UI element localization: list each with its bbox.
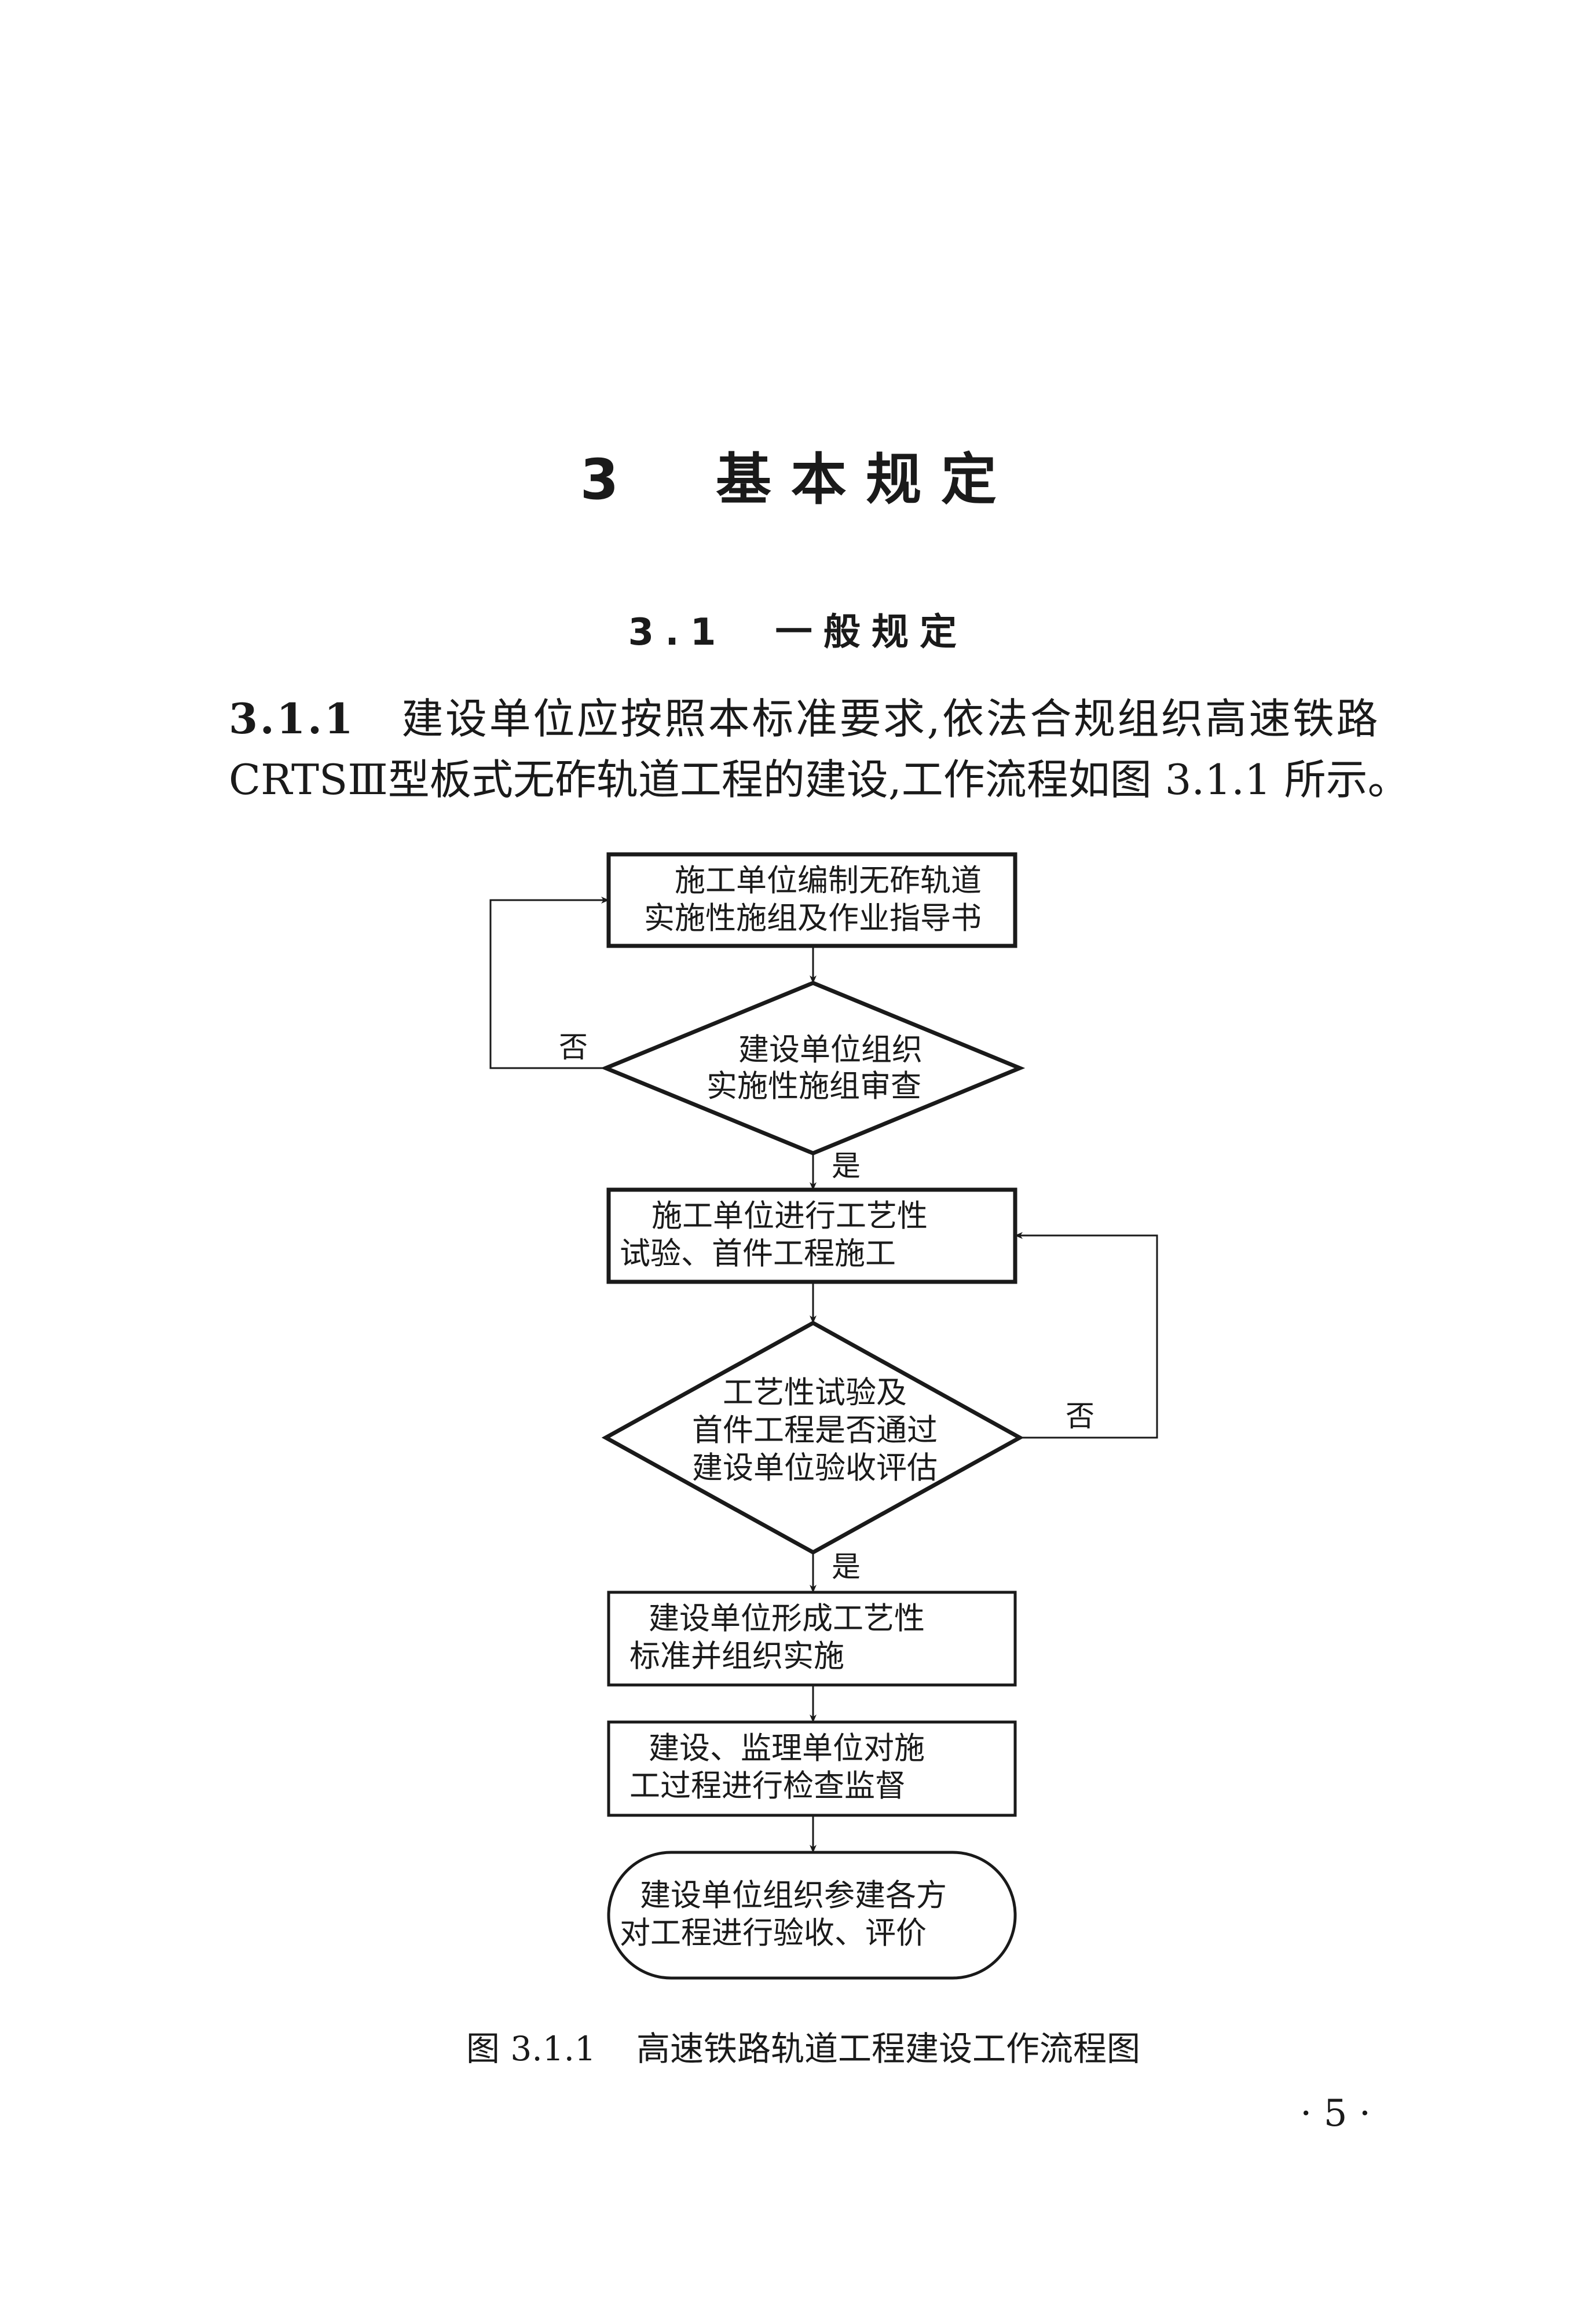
section-title: 3.1 一般规定: [0, 602, 1596, 656]
edge-no-loop-1: [489, 897, 609, 1069]
clause-paragraph-line-2: CRTSⅢ型板式无砟轨道工程的建设,工作流程如图 3.1.1 所示。: [229, 759, 1433, 800]
node-4-line-3: 建设单位验收评估: [692, 1450, 938, 1486]
node-6-line-1: 建设、监理单位对施: [649, 1731, 925, 1766]
chapter-title-text: 基本规定: [716, 447, 1016, 512]
node-2-line-1: 建设单位组织: [738, 1032, 923, 1068]
node-1-line-2: 实施性施组及作业指导书: [644, 901, 982, 936]
edge-no-loop-2: [1015, 1232, 1158, 1439]
node-1-line-1: 施工单位编制无砟轨道: [675, 863, 982, 898]
chapter-number: 3: [580, 447, 638, 512]
node-5-line-2: 标准并组织实施: [629, 1639, 844, 1674]
figure-caption-text: 高速铁路轨道工程建设工作流程图: [636, 2029, 1141, 2068]
node-3-line-2: 试验、首件工程施工: [620, 1236, 896, 1271]
flow-node-terminal: 建设单位组织参建各方 对工程进行验收、评价: [607, 1851, 1017, 1980]
chapter-title: 3 基本规定: [0, 434, 1596, 515]
clause-text-line-2: CRTSⅢ型板式无砟轨道工程的建设,工作流程如图 3.1.1 所示。: [229, 755, 1410, 804]
label-no-1: 否: [559, 1030, 588, 1064]
flow-node-decision-1: 建设单位组织 实施性施组审查: [600, 981, 1026, 1156]
figure-number: 图 3.1.1: [466, 2029, 596, 2068]
node-7-line-1: 建设单位组织参建各方: [640, 1878, 947, 1913]
clause-number: 3.1.1: [229, 694, 356, 743]
page-number: · 5 ·: [1300, 2092, 1371, 2135]
node-6-line-2: 工过程进行检查监督: [629, 1768, 906, 1804]
clause-text-line-1: 建设单位应按照本标准要求,依法合规组织高速铁路: [401, 694, 1381, 743]
section-number: 3.1: [628, 611, 727, 654]
node-4-line-2: 首件工程是否通过: [692, 1413, 938, 1448]
flow-node-process-3: 建设单位形成工艺性 标准并组织实施: [607, 1591, 1017, 1687]
flow-node-process-2: 施工单位进行工艺性 试验、首件工程施工: [606, 1187, 1017, 1284]
label-yes-2: 是: [832, 1550, 861, 1584]
flow-node-decision-2: 工艺性试验及 首件工程是否通过 建设单位验收评估: [601, 1320, 1024, 1555]
flow-node-process-4: 建设、监理单位对施 工过程进行检查监督: [607, 1720, 1017, 1817]
node-2-line-2: 实施性施组审查: [707, 1069, 921, 1104]
node-3-line-1: 施工单位进行工艺性: [651, 1198, 928, 1234]
label-no-2: 否: [1066, 1399, 1094, 1433]
figure-caption: 图 3.1.1 高速铁路轨道工程建设工作流程图: [466, 2021, 1140, 2070]
label-yes-1: 是: [832, 1149, 861, 1183]
flow-node-process-1: 施工单位编制无砟轨道 实施性施组及作业指导书: [606, 852, 1017, 948]
section-title-text: 一般规定: [775, 611, 968, 654]
node-4-line-1: 工艺性试验及: [723, 1375, 907, 1410]
node-7-line-2: 对工程进行验收、评价: [620, 1915, 927, 1951]
node-5-line-1: 建设单位形成工艺性: [649, 1601, 925, 1636]
